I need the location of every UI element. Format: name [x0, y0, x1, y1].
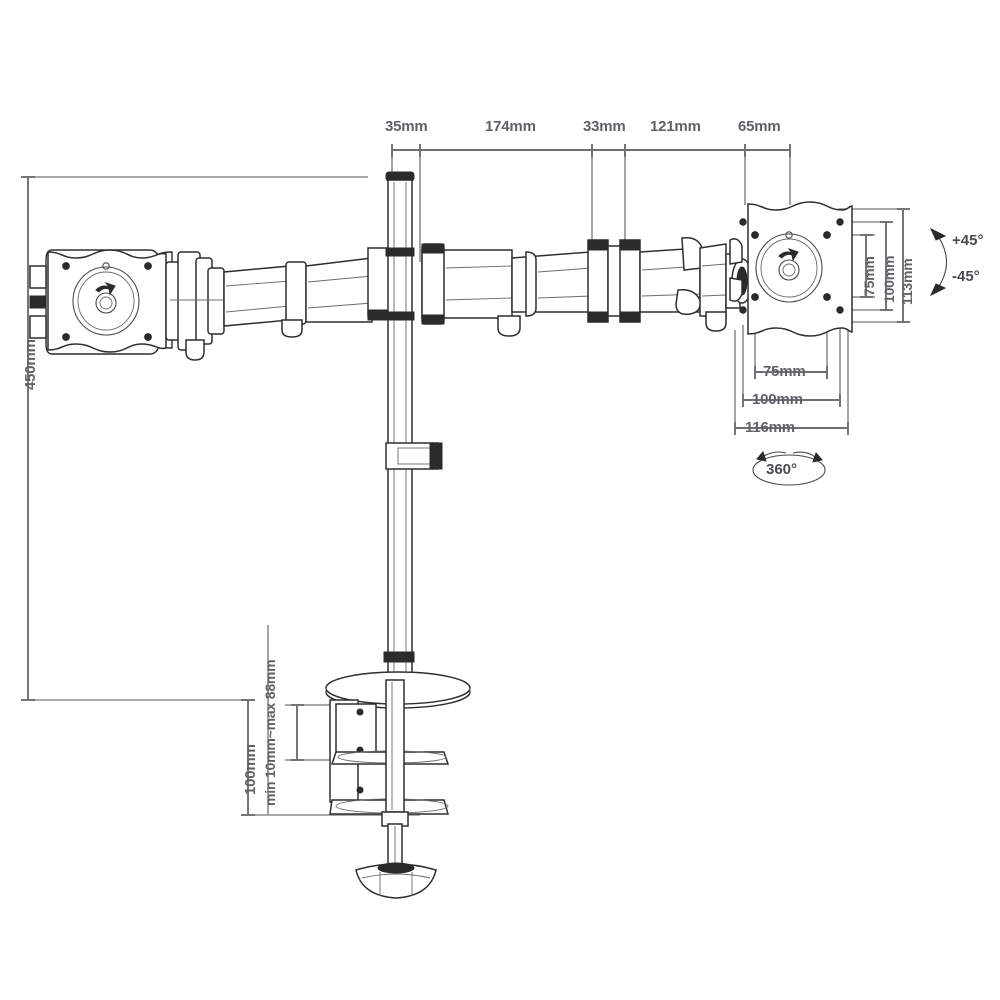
dimension-label-33mm: 33mm	[583, 118, 626, 135]
dimension-label-450mm: 450mm	[22, 339, 39, 390]
tilt-arc-icon	[929, 227, 947, 297]
dimension-label-100mm-horizontal: 100mm	[752, 391, 803, 408]
dimension-label-174mm: 174mm	[485, 118, 536, 135]
dimension-label-100mm-vertical: 100mm	[881, 255, 897, 303]
dimension-label-116mm-horizontal: 116mm	[745, 419, 795, 436]
tilt-up-label: +45°	[952, 232, 984, 249]
monitor-arm-upper	[223, 236, 727, 338]
overall-height-dimension	[21, 176, 368, 701]
left-tilt-joint	[165, 251, 225, 361]
dimension-label-75mm-vertical: 75mm	[861, 256, 877, 296]
rotation-ellipse-icon	[752, 451, 826, 486]
dimension-label-100mm-pole: 100mm	[242, 744, 259, 795]
top-dimension-chain	[391, 144, 791, 262]
dimension-label-121mm: 121mm	[650, 118, 701, 135]
dimension-label-clamp-range: min 10mm~max 88mm	[262, 659, 278, 806]
dimension-label-65mm: 65mm	[738, 118, 781, 135]
right-tilt-head	[725, 238, 753, 309]
rotation-label: 360°	[766, 461, 798, 478]
tilt-down-label: -45°	[952, 268, 980, 285]
dimension-label-113mm-vertical: 113mm	[899, 258, 915, 305]
dimension-label-75mm-horizontal: 75mm	[763, 363, 806, 380]
cable-clip-icon	[385, 442, 443, 470]
desk-clamp-icon	[325, 671, 471, 899]
dimension-label-35mm: 35mm	[385, 118, 428, 135]
vesa-horizontal-dimensions	[734, 300, 849, 435]
vesa-plate-right	[739, 201, 853, 337]
vesa-plate-left	[29, 249, 173, 355]
